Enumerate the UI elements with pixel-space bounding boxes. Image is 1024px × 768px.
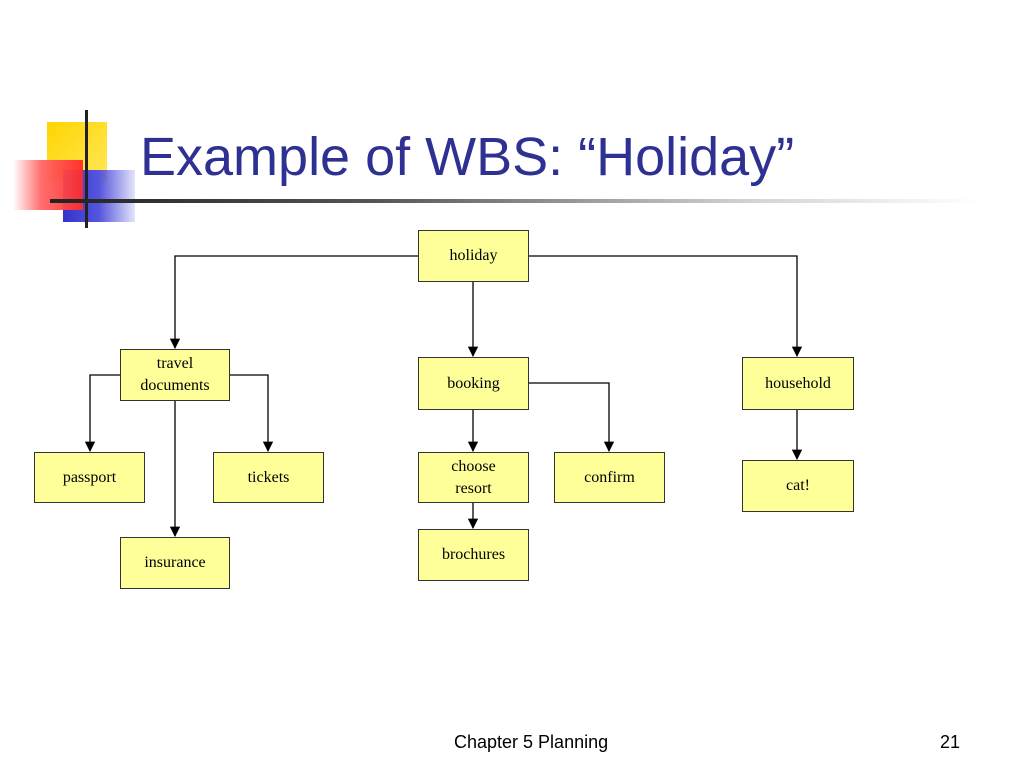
node-travel-documents: travel documents — [120, 349, 230, 401]
node-insurance: insurance — [120, 537, 230, 589]
node-passport: passport — [34, 452, 145, 503]
node-choose-resort: choose resort — [418, 452, 529, 503]
logo-vertical-line — [85, 110, 88, 228]
node-tickets: tickets — [213, 452, 324, 503]
node-household: household — [742, 357, 854, 410]
connector-booking-confirm — [529, 382, 615, 453]
node-brochures: brochures — [418, 529, 529, 581]
node-holiday: holiday — [418, 230, 529, 282]
connector-holiday-household — [529, 255, 803, 358]
footer-chapter: Chapter 5 Planning — [454, 732, 609, 752]
node-cat: cat! — [742, 460, 854, 512]
connector-travel-documents-tickets — [230, 374, 274, 453]
title-underline — [50, 199, 980, 203]
connector-holiday-travel-documents — [169, 255, 418, 350]
slide-title: Example of WBS: “Holiday” — [140, 127, 795, 187]
node-booking: booking — [418, 357, 529, 410]
page-number: 21 — [940, 732, 961, 752]
node-confirm: confirm — [554, 452, 665, 503]
connector-travel-documents-passport — [84, 374, 120, 453]
